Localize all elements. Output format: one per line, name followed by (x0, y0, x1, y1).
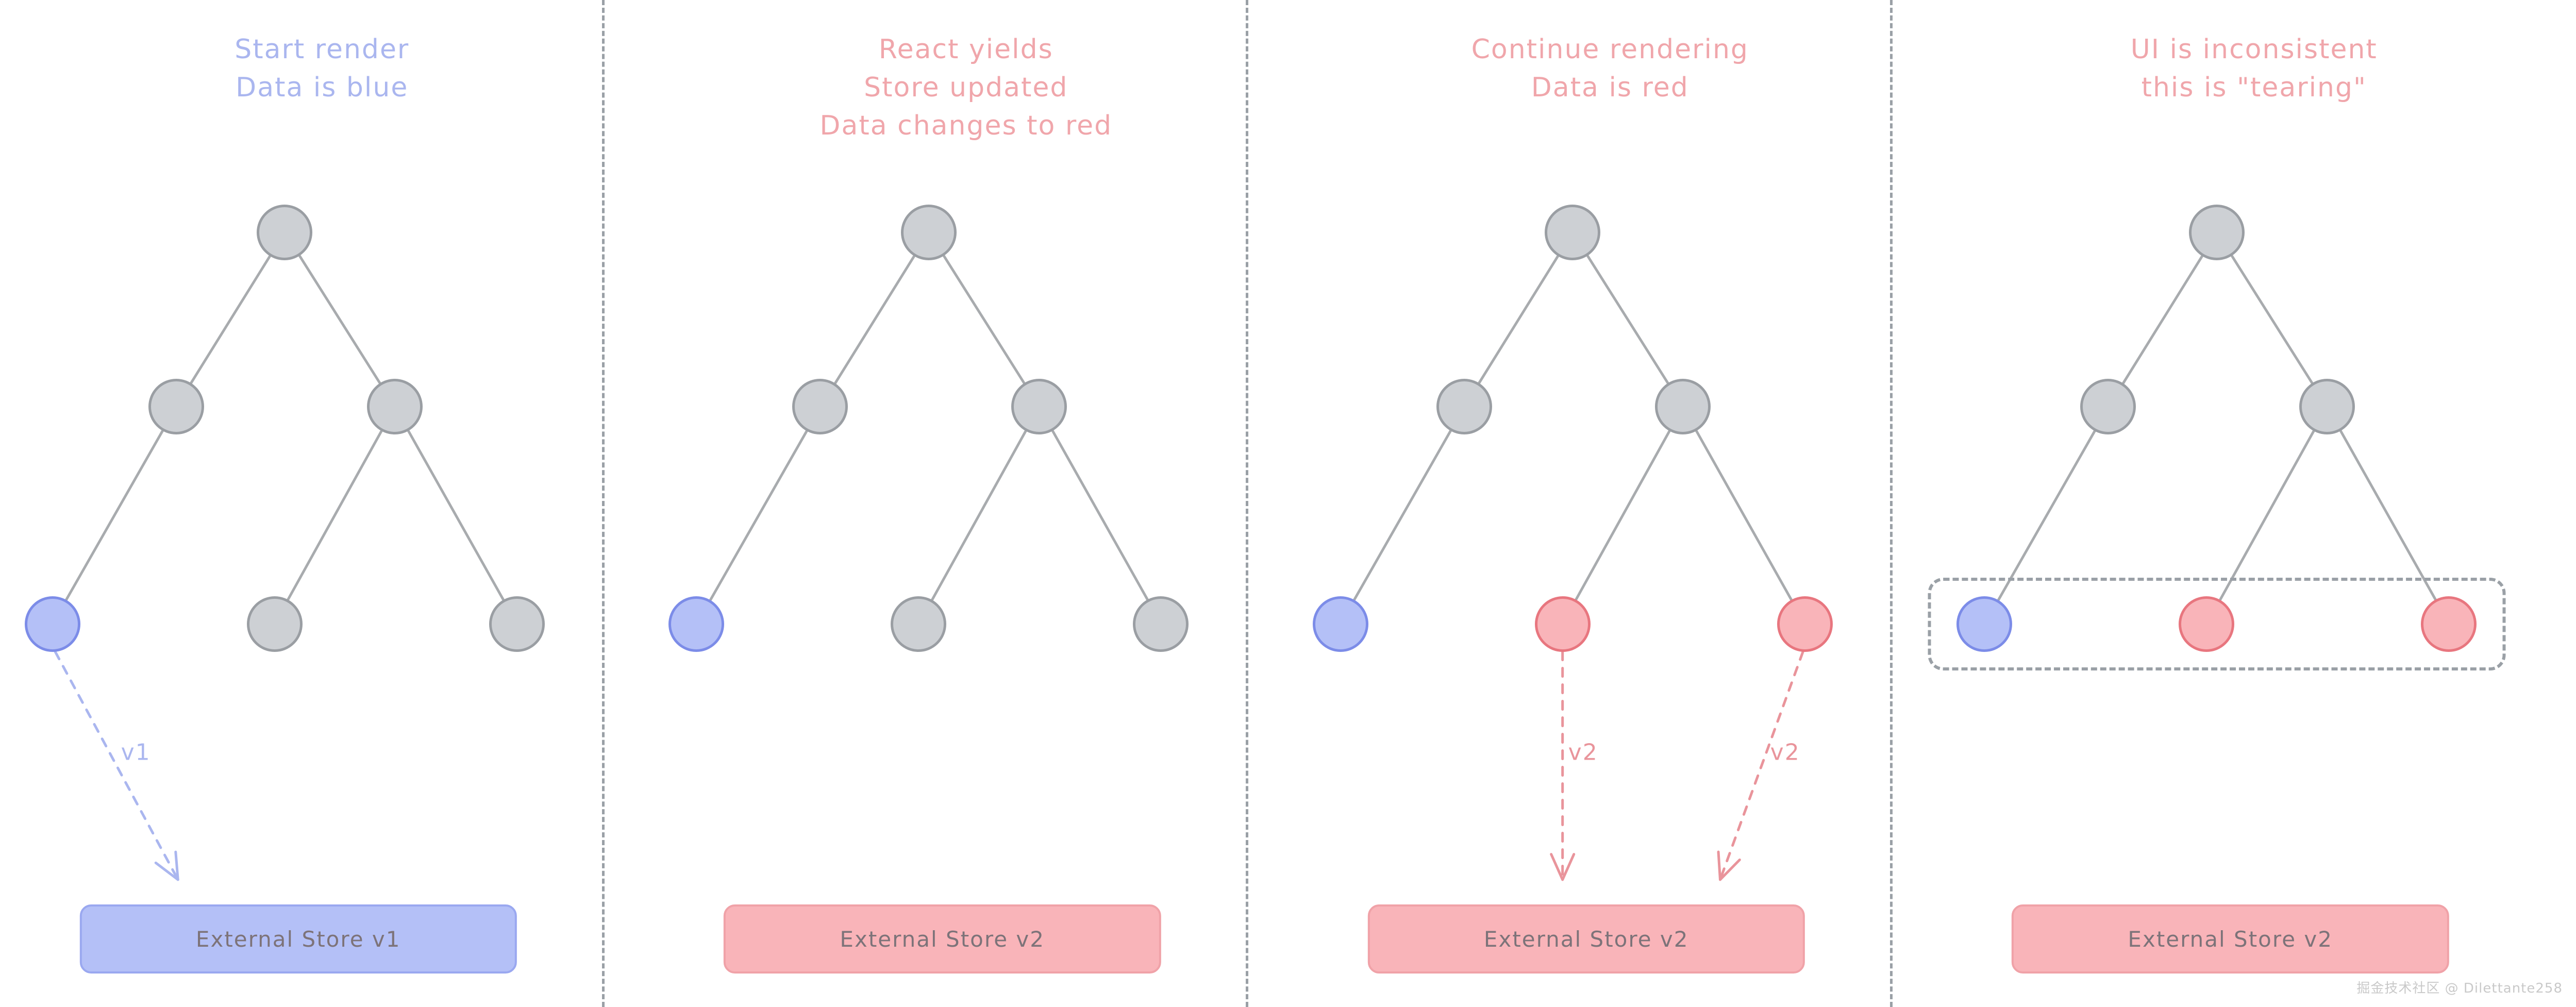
tree-node-leaf-2 (2179, 596, 2235, 652)
panel-divider-3 (1889, 0, 1893, 1007)
tree-node-mid-left (1436, 379, 1492, 435)
tearing-highlight-box (1928, 577, 2506, 670)
tree-node-leaf-2 (246, 596, 303, 652)
panel-title: Start render Data is blue (235, 34, 410, 103)
watermark: 掘金技术社区 @ Dilettante258 (2356, 981, 2563, 996)
tree-node-mid-right (1655, 379, 1711, 435)
arrow-label-v2: v2 (1770, 739, 1800, 766)
tree-node-leaf-1 (1312, 596, 1368, 652)
tree-node-mid-left (148, 379, 204, 435)
tree-node-leaf-1 (1956, 596, 2013, 652)
external-store-box[interactable]: External Store v2 (2012, 904, 2449, 974)
arrow-label-v2: v2 (1568, 739, 1598, 766)
tree-edges (54, 254, 505, 881)
tree-node-mid-right (2299, 379, 2355, 435)
external-store-box[interactable]: External Store v1 (79, 904, 517, 974)
external-store-box[interactable]: External Store v2 (724, 904, 1161, 974)
tree-node-leaf-1 (668, 596, 725, 652)
tree-edges (709, 254, 1149, 601)
tree-node-root (900, 204, 957, 260)
tree-node-leaf-2 (891, 596, 947, 652)
panel-title: Continue rendering Data is red (1471, 34, 1749, 103)
tree-node-leaf-3 (1777, 596, 1833, 652)
tree-node-mid-right (1011, 379, 1067, 435)
tree-node-leaf-3 (1133, 596, 1189, 652)
panel-4: UI is inconsistent this is "tearing" Exte… (1928, 0, 2576, 1007)
tree-node-mid-left (2080, 379, 2136, 435)
tree-node-leaf-2 (1534, 596, 1591, 652)
tree-edges (1997, 254, 2437, 601)
arrow-label-v1: v1 (121, 739, 151, 766)
tree-edges (1353, 254, 1804, 881)
panel-title: UI is inconsistent this is "tearing" (2130, 34, 2378, 103)
tree-node-mid-right (367, 379, 423, 435)
panel-title: React yields Store updated Data changes … (819, 34, 1113, 141)
panel-2: React yields Store updated Data changes … (644, 0, 1289, 1007)
panel-divider-2 (1246, 0, 1248, 1007)
tree-node-root (257, 204, 313, 260)
tree-node-leaf-1 (24, 596, 80, 652)
external-store-box[interactable]: External Store v2 (1367, 904, 1805, 974)
tree-node-leaf-3 (2421, 596, 2477, 652)
tree-node-root (1545, 204, 1601, 260)
tree-node-root (2188, 204, 2245, 260)
tree-node-mid-left (792, 379, 848, 435)
panel-divider-1 (601, 0, 605, 1007)
tree-node-leaf-3 (489, 596, 545, 652)
